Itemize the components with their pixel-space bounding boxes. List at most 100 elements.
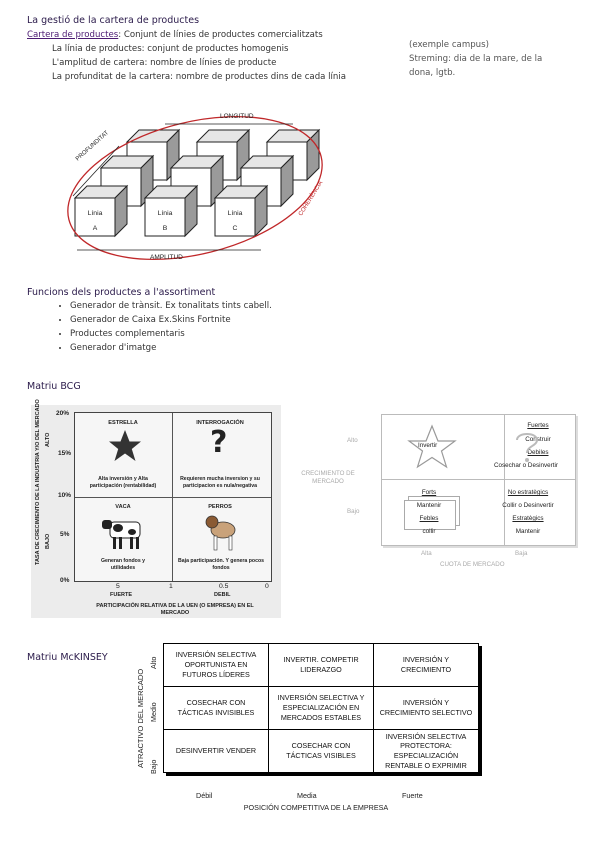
mckinsey-x-axis-label: POSICIÓN COMPETITIVA DE LA EMPRESA: [243, 803, 389, 812]
section-title-bcg: Matriu BCG: [27, 381, 81, 392]
bcg-q-estrella-title: ESTRELLA: [108, 420, 138, 426]
bcg2-q4: No estratègics Collir o Desinvertir Estr…: [482, 486, 574, 538]
bcg-q-interrogacion-title: INTERROGACIÓN: [196, 420, 244, 426]
question-outline-icon: [516, 433, 539, 462]
mckinsey-cell: INVERSIÓN SELECTIVA Y ESPECIALIZACIÓN EN…: [268, 686, 374, 730]
cube-a-letter: A: [92, 225, 98, 232]
bcg-ytick-10: 10%: [58, 492, 72, 499]
cube-c-label: Línia C: [215, 206, 255, 236]
cube-a-title: Línia: [87, 210, 103, 217]
mckinsey-row-alto: Alto: [149, 656, 158, 669]
bcg2-q3-collir: collir: [422, 528, 436, 535]
dog-icon: [205, 515, 236, 551]
mckinsey-cell: COSECHAR CON TÁCTICAS INVISIBLES: [163, 686, 269, 730]
bcg2-q3-forts: Forts: [421, 489, 437, 496]
bcg-x-axis-label: PARTICIPACIÓN RELATIVA DE LA UEN (O EMPR…: [96, 603, 254, 617]
cube-b-title: Línia: [157, 210, 173, 217]
bcg2-q3: Forts Mantenir Febles collir: [398, 486, 460, 538]
bcg-q-vaca-text: Generan fondos y utilidades: [100, 558, 146, 571]
bcg2-y-axis-label: CRECIMIENTO DE MERCADO: [301, 470, 355, 486]
bcg-xtick-0: 0: [265, 583, 269, 590]
product-lines-cube-diagram: [67, 116, 323, 260]
bcg2-q2: Fuertes Construir Debiles: [505, 419, 571, 460]
label-amplitud: AMPLITUD: [150, 254, 183, 261]
bcg-ytick-0: 0%: [60, 577, 70, 584]
bcg2-q4-mantenir: Mantenir: [515, 528, 541, 535]
bcg2-q2-debiles: Debiles: [527, 449, 549, 456]
cartera-line-3: La profunditat de la cartera: nombre de …: [52, 72, 347, 82]
mckinsey-cell: DESINVERTIR VENDER: [163, 729, 269, 773]
bcg-ytick-15: 15%: [58, 450, 72, 457]
cash-stack-back: [404, 500, 456, 530]
bcg-xtick-5: 5: [116, 583, 120, 590]
mckinsey-cell: INVERTIR. COMPETIR LIDERAZGO: [268, 643, 374, 687]
funcions-list: Generador de trànsit. Ex tonalitats tint…: [54, 301, 272, 357]
star-icon: [109, 430, 141, 461]
bcg-ytick-5: 5%: [60, 531, 70, 538]
bcg2-alto-label: Alto: [347, 437, 358, 444]
mckinsey-cell: INVERSIÓN Y CRECIMIENTO SELECTIVO: [373, 686, 479, 730]
bcg-q-vaca-title: VACA: [115, 504, 131, 510]
mckinsey-col-media: Media: [297, 791, 317, 800]
profunditat-arrow: [72, 145, 120, 197]
bcg2-q4-no-estrategics: No estratègics: [507, 489, 549, 496]
mckinsey-row-medio: Medio: [149, 702, 158, 722]
cube-c-title: Línia: [227, 210, 243, 217]
bcg2-q2-construir: Construir: [525, 435, 551, 443]
bcg-classic-grid: [74, 412, 272, 582]
bcg2-invertir: Invertir: [418, 442, 438, 449]
bcg-alto-label: ALTO: [45, 432, 51, 447]
section-title-cartera: La gestió de la cartera de productes: [27, 15, 200, 26]
bcg2-alta-col: Alta: [421, 550, 432, 557]
note-line-2: Streming: dia de la mare, de la: [409, 54, 543, 64]
mckinsey-cell: INVERSIÓN SELECTIVA OPORTUNISTA EN FUTUR…: [163, 643, 269, 687]
bcg-xtick-05: 0.5: [219, 583, 229, 590]
cartera-line-2: L'amplitud de cartera: nombre de línies …: [52, 58, 277, 68]
bcg-q-interrogacion-text: Requieren mucha inversion y su participa…: [180, 476, 260, 489]
funcio-item: Productes complementaris: [70, 329, 272, 339]
bcg-debil-label: DEBIL: [214, 592, 231, 598]
bcg-q-perros-text: Baja participación. Y genera pocos fondo…: [178, 558, 265, 571]
bcg-ytick-20: 20%: [56, 410, 70, 417]
mckinsey-cell: INVERSIÓN SELECTIVA PROTECTORA: ESPECIAL…: [373, 729, 479, 773]
note-line-1: (exemple campus): [409, 40, 489, 50]
bcg-xtick-1: 1: [169, 583, 173, 590]
cartera-line-1: La línia de productes: conjunt de produc…: [52, 44, 289, 54]
mckinsey-cell: COSECHAR CON TÁCTICAS VISIBLES: [268, 729, 374, 773]
cube-b-label: Línia B: [145, 206, 185, 236]
mckinsey-col-debil: Débil: [196, 791, 213, 800]
star-outline-icon: [407, 424, 457, 469]
cube-a-label: Línia A: [75, 206, 115, 236]
section-title-funcions: Funcions dels productes a l'assortiment: [27, 287, 216, 298]
bcg2-q3-mantenir: Mantenir: [416, 502, 442, 509]
example-note: (exemple campus) Streming: dia de la mar…: [409, 38, 542, 80]
cartera-definition: Cartera de productes: Conjunt de línies …: [27, 30, 323, 40]
cartera-term: Cartera de productes: [27, 30, 119, 40]
bcg2-q2-cosechar: Cosechar o Desinvertir: [493, 462, 559, 469]
bcg2-baja-col: Baja: [515, 550, 528, 557]
bcg2-q4-collir: Collir o Desinvertir: [502, 502, 554, 509]
note-line-3: dona, lgtb.: [409, 68, 456, 78]
mckinsey-y-axis-label: ATRACTIVO DEL MERCADO: [136, 668, 145, 768]
funcio-item: Generador de Caixa Ex.Skins Fortnite: [70, 315, 272, 325]
bcg2-q4-estrategics: Estratègics: [512, 515, 544, 522]
cube-b-letter: B: [162, 225, 168, 232]
section-title-mckinsey: Matriu McKINSEY: [27, 652, 108, 663]
bcg-y-axis-label: TASA DE CRECIMIENTO DE LA INDUSTRIA Y/O …: [35, 399, 41, 565]
question-mark-icon: ?: [210, 425, 228, 460]
bcg-q-estrella-text: Alta inversión y Alta participación (ren…: [89, 476, 157, 489]
bcg2-x-axis-label: CUOTA DE MERCADO: [440, 561, 505, 568]
label-longitud: LONGITUD: [220, 113, 254, 120]
funcio-item: Generador de trànsit. Ex tonalitats tint…: [70, 301, 272, 311]
cube-c-letter: C: [232, 225, 238, 232]
mckinsey-row-bajo: Bajo: [149, 759, 158, 774]
mckinsey-grid: INVERSIÓN SELECTIVA OPORTUNISTA EN FUTUR…: [163, 643, 479, 773]
cow-icon: [102, 520, 141, 549]
bcg2-q3-febles: Febles: [419, 515, 439, 522]
bcg-q-perros-title: PERROS: [208, 504, 232, 510]
funcio-item: Generador d'imatge: [70, 343, 272, 353]
mckinsey-col-fuerte: Fuerte: [402, 791, 423, 800]
bcg-custom-grid: [381, 414, 576, 546]
cartera-def-text: : Conjunt de línies de productes comerci…: [118, 30, 323, 40]
bcg-bajo-label: BAJO: [45, 533, 51, 549]
